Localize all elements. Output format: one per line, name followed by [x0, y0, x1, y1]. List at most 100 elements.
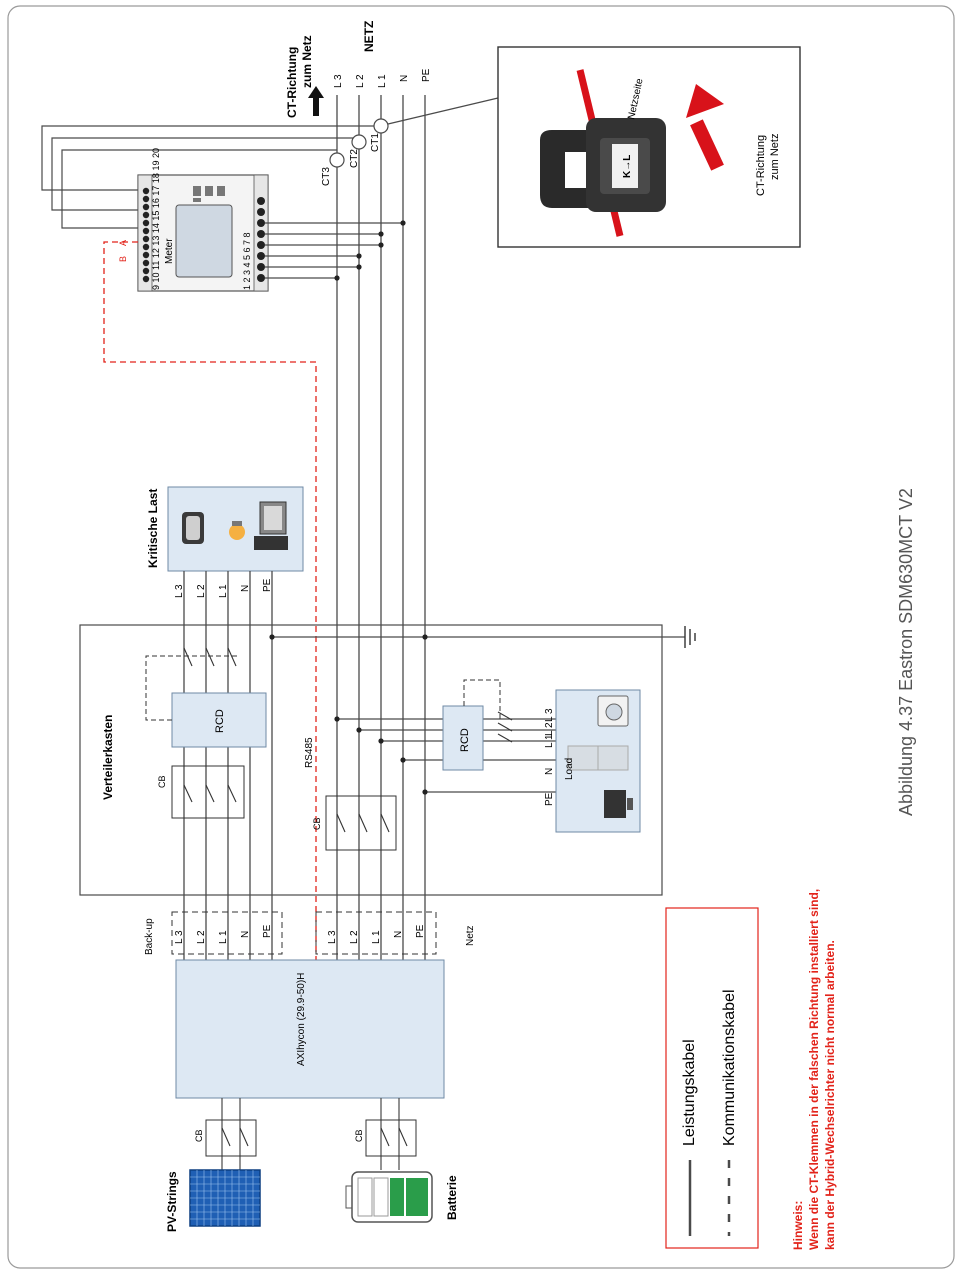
meter-rs485-a: A: [118, 240, 128, 246]
rcd-load-label: RCD: [459, 728, 471, 752]
meter-rs485-b: B: [118, 256, 128, 262]
battery-icon: [345, 1171, 433, 1223]
grid-line-label-l1: L 1: [377, 74, 388, 88]
rcd-load-test-link: [463, 679, 501, 722]
load-isolator-switches: [497, 711, 513, 743]
fridge-icon: [567, 745, 629, 771]
meter-top-terminal-numbers: 9 10 11 12 13 14 15 16 17 18 19 20: [151, 148, 161, 290]
ct-inset-arrow: [686, 84, 724, 171]
rcd-load: [442, 705, 484, 771]
note-line1: Wenn die CT-Klemmen in der falschen Rich…: [807, 889, 821, 1250]
load-label-pe: PE: [544, 792, 555, 806]
load-label-n: N: [544, 768, 555, 775]
legend-comm-label: Kommunikationskabel: [721, 989, 738, 1146]
ct-direction-line2: zum Netz: [300, 35, 314, 88]
dc-lines: [221, 1098, 400, 1170]
grid-lines: [336, 95, 426, 960]
battery-title: Batterie: [445, 1175, 459, 1220]
ct-direction-line1: CT-Richtung: [285, 47, 299, 118]
cb-battery-switches: [380, 1127, 408, 1147]
inverter-grid-label: Netz: [465, 925, 476, 946]
inv-grid-label-l3: L 3: [327, 930, 338, 944]
ct2-label: CT2: [349, 149, 360, 168]
cb-pv-label: CB: [194, 1129, 204, 1142]
inverter-backup-line-labels: L 3 L 2 L 1 N PE: [174, 924, 273, 944]
solar-panel-icon: [189, 1169, 261, 1227]
cb-pv-switches: [221, 1127, 249, 1147]
inverter-grid-line-labels: L 3 L 2 L 1 N PE: [327, 924, 426, 944]
ct-inset-direction-line2: zum Netz: [769, 134, 781, 180]
load-label-l3: L 3: [544, 708, 555, 722]
inverter-backup-label: Back-up: [144, 918, 155, 955]
note-title: Hinweis:: [791, 1201, 805, 1250]
ct1-label: CT1: [370, 133, 381, 152]
meter-tap-nodes: [334, 220, 406, 281]
load-label: Load: [564, 758, 575, 780]
inv-backup-label-l3: L 3: [174, 930, 185, 944]
critical-load-label-l1: L 1: [218, 584, 229, 598]
inverter-grid-connector: [315, 911, 437, 955]
television-icon: [604, 790, 633, 818]
cb-grid-label: CB: [312, 817, 322, 830]
inverter-name: AXIhycon (29.9-50)H: [296, 973, 307, 1066]
ct-inset-leader: [387, 97, 499, 125]
meter-terminals-bottom: [257, 197, 265, 282]
load-label-l2: L 2: [544, 722, 555, 736]
inverter-box: [175, 959, 445, 1099]
critical-load-label-l2: L 2: [196, 584, 207, 598]
ct3-label: CT3: [321, 167, 332, 186]
ct-clamp-label: K→L: [622, 155, 633, 178]
rs485-comm-cable: [103, 241, 317, 960]
ct-direction-arrow: [308, 86, 324, 116]
load-branch-nodes: [334, 716, 428, 795]
rcd-backup-label: RCD: [214, 709, 226, 733]
inv-backup-label-l1: L 1: [218, 930, 229, 944]
cb-grid: [325, 795, 397, 851]
kettle-icon: [182, 512, 204, 544]
ct-clamp-body: K→L: [540, 118, 666, 212]
critical-load-label-l3: L 3: [174, 584, 185, 598]
computer-icon: [254, 501, 288, 550]
grid-line-label-l2: L 2: [355, 74, 366, 88]
grid-line-label-l3: L 3: [333, 74, 344, 88]
inv-grid-label-n: N: [393, 931, 404, 938]
cb-backup-switches: [183, 784, 237, 803]
legend-box: [665, 907, 759, 1249]
backup-isolator-switches: [183, 647, 237, 667]
rcd-backup-test-link: [145, 655, 240, 721]
meter-voltage-taps: [265, 222, 403, 279]
rs485-label: RS485: [304, 737, 315, 768]
ct-inset-direction-line1: CT-Richtung: [755, 135, 767, 196]
cb-backup-label: CB: [157, 775, 167, 788]
distribution-box-title: Verteilerkasten: [101, 715, 115, 800]
inverter-backup-connector: [171, 911, 283, 955]
load-label-l1: L 1: [544, 734, 555, 748]
note-line2: kann der Hybrid-Wechselrichter nicht nor…: [823, 940, 837, 1250]
critical-load-label-pe: PE: [262, 578, 273, 592]
inv-backup-label-l2: L 2: [196, 930, 207, 944]
inv-backup-label-n: N: [240, 931, 251, 938]
cb-battery-label: CB: [354, 1129, 364, 1142]
load-line-labels: L 3 L 2 L 1 N PE: [544, 708, 555, 806]
critical-load-title: Kritische Last: [146, 489, 160, 568]
meter-terminals-top: [142, 187, 150, 283]
inv-grid-label-l1: L 1: [371, 930, 382, 944]
page-frame: [7, 5, 955, 1269]
meter-bottom-terminal-numbers: 1 2 3 4 5 6 7 8: [242, 232, 252, 290]
grid-line-label-pe: PE: [421, 68, 432, 82]
energy-meter: Meter 9 10 11 12 13 14 15 16 17 18 19 20…: [137, 148, 269, 292]
inv-grid-label-l2: L 2: [349, 930, 360, 944]
ct2-clamp: [351, 134, 367, 150]
legend-power-label: Leistungskabel: [681, 1039, 698, 1146]
inv-backup-label-pe: PE: [262, 924, 273, 938]
light-bulb-icon: [229, 521, 245, 540]
grid-line-labels: L 3 L 2 L 1 N PE: [333, 68, 432, 88]
ct-inset: K→L Netzseite CT-Richtung zum Netz: [497, 46, 801, 248]
ct1-clamp: [373, 118, 389, 134]
cb-pv: [205, 1119, 257, 1157]
critical-load-line-labels: L 3 L 2 L 1 N PE: [174, 578, 273, 598]
grid-title: NETZ: [362, 21, 376, 52]
ct-wiring: [41, 125, 381, 229]
cb-backup: [171, 765, 245, 819]
